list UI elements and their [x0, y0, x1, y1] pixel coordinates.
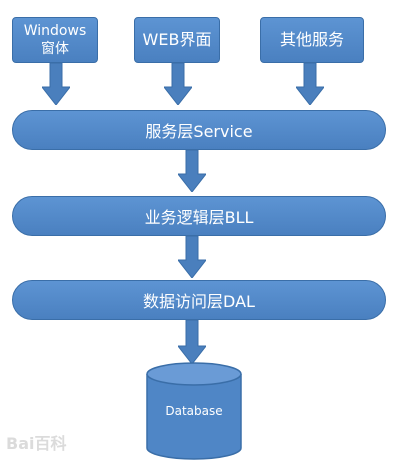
web-ui-label: WEB界面: [142, 30, 212, 49]
other-services-box: 其他服务: [260, 17, 364, 63]
database-cylinder-icon: [146, 362, 242, 460]
dal-layer-label: 数据访问层DAL: [143, 292, 255, 311]
down-arrow-bll-to-dal: [178, 236, 206, 278]
bll-layer-label: 业务逻辑层BLL: [144, 208, 254, 227]
dal-layer-bar: 数据访问层DAL: [12, 280, 386, 320]
web-ui-box: WEB界面: [134, 17, 220, 63]
down-arrow-windows: [42, 63, 70, 105]
service-layer-bar: 服务层Service: [12, 110, 386, 150]
database-label: Database: [165, 404, 223, 418]
watermark-text: Bai百科: [6, 434, 67, 453]
windows-form-box: Windows 窗体: [12, 17, 98, 63]
windows-form-label-line1: Windows: [23, 23, 87, 39]
windows-form-label-line2: 窗体: [41, 41, 69, 57]
down-arrow-other: [296, 63, 324, 105]
baidu-baike-watermark: Bai百科: [6, 430, 66, 454]
down-arrow-service-to-bll: [178, 150, 206, 192]
down-arrow-dal-to-database: [178, 320, 206, 364]
other-services-label: 其他服务: [279, 30, 344, 49]
service-layer-label: 服务层Service: [145, 122, 253, 141]
down-arrow-web: [164, 63, 192, 105]
bll-layer-bar: 业务逻辑层BLL: [12, 196, 386, 236]
